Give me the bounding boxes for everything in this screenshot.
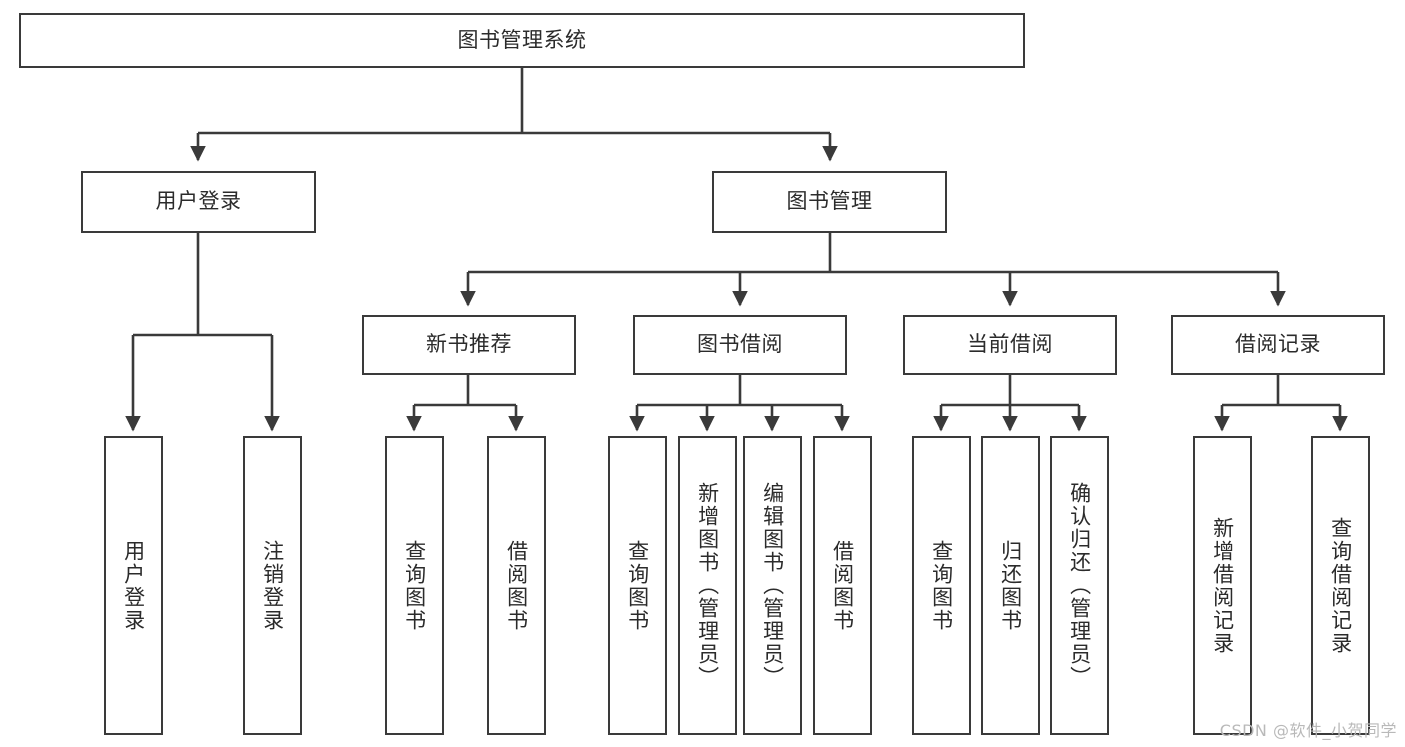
node-new-book-recommend: 新书推荐: [362, 315, 576, 375]
node-label: 编辑图书（管理员）: [760, 482, 785, 689]
leaf-current-confirm-return-admin: 确认归还（管理员）: [1050, 436, 1109, 735]
leaf-borrow-query-book: 查询图书: [608, 436, 667, 735]
node-label: 图书借阅: [697, 332, 783, 357]
node-label: 确认归还（管理员）: [1067, 482, 1092, 689]
leaf-recommend-borrow-book: 借阅图书: [487, 436, 546, 735]
csdn-watermark: CSDN @软件_小贺同学: [1219, 721, 1397, 740]
leaf-record-add-record: 新增借阅记录: [1193, 436, 1252, 735]
node-label: 图书管理系统: [457, 27, 587, 52]
node-label: 归还图书: [998, 539, 1023, 632]
node-label: 新增图书（管理员）: [695, 482, 720, 689]
node-label: 新增借阅记录: [1210, 516, 1235, 655]
node-label: 查询借阅记录: [1328, 516, 1353, 655]
node-root-system: 图书管理系统: [19, 13, 1025, 68]
node-label: 借阅记录: [1235, 332, 1321, 357]
node-label: 用户登录: [121, 539, 146, 632]
node-borrow-record: 借阅记录: [1171, 315, 1385, 375]
node-label: 用户登录: [155, 189, 242, 214]
node-user-login: 用户登录: [81, 171, 316, 233]
node-label: 借阅图书: [504, 539, 529, 632]
leaf-user-login-signin: 用户登录: [104, 436, 163, 735]
node-label: 查询图书: [402, 539, 427, 632]
node-current-borrow: 当前借阅: [903, 315, 1117, 375]
node-label: 图书管理: [786, 189, 873, 214]
leaf-record-query-record: 查询借阅记录: [1311, 436, 1370, 735]
leaf-borrow-add-book-admin: 新增图书（管理员）: [678, 436, 737, 735]
leaf-borrow-edit-book-admin: 编辑图书（管理员）: [743, 436, 802, 735]
leaf-current-query-book: 查询图书: [912, 436, 971, 735]
node-label: 当前借阅: [967, 332, 1053, 357]
node-book-borrow: 图书借阅: [633, 315, 847, 375]
leaf-borrow-borrow-book: 借阅图书: [813, 436, 872, 735]
node-label: 查询图书: [625, 539, 650, 632]
node-label: 查询图书: [929, 539, 954, 632]
node-label: 新书推荐: [426, 332, 512, 357]
leaf-recommend-query-book: 查询图书: [385, 436, 444, 735]
leaf-current-return-book: 归还图书: [981, 436, 1040, 735]
leaf-user-login-signout: 注销登录: [243, 436, 302, 735]
node-book-management: 图书管理: [712, 171, 947, 233]
node-label: 注销登录: [260, 539, 285, 632]
node-label: 借阅图书: [830, 539, 855, 632]
